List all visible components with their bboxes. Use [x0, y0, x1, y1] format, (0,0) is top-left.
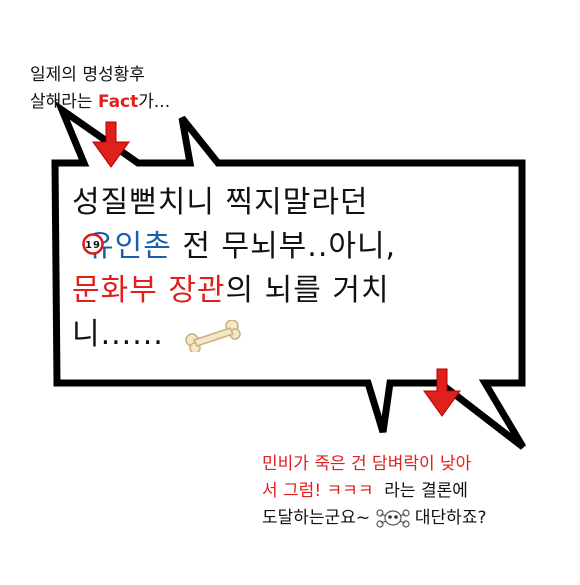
- bottom-caption-line1: 민비가 죽은 건 담벼락이 낮아: [262, 454, 472, 474]
- bottom-caption-line3: 도달하는군요~ 대단하죠?: [262, 505, 487, 532]
- bubble-line-2: 19 유인촌 전 무뇌부..아니,: [72, 225, 396, 269]
- down-arrow-icon: [92, 121, 130, 168]
- bottom-caption-line2-red: 서 그럼! ㅋㅋㅋ: [262, 481, 374, 501]
- bone-icon: [185, 319, 242, 352]
- top-caption: 일제의 명성황후 살해라는 Fact가...: [30, 62, 170, 116]
- down-arrow-icon: [423, 368, 461, 417]
- top-caption-prefix: 살해라는: [30, 92, 98, 112]
- bubble-line-3-rest: 의 뇌를 거치: [225, 273, 390, 308]
- top-caption-suffix: 가...: [138, 92, 171, 112]
- top-caption-fact: Fact: [97, 92, 139, 112]
- bubble-line-4: 니......: [72, 313, 396, 357]
- top-caption-line1: 일제의 명성황후: [30, 65, 145, 85]
- bubble-line-4-text: 니......: [72, 317, 164, 352]
- bubble-line-3: 문화부 장관의 뇌를 거치: [72, 269, 396, 313]
- age-19-badge-icon: 19: [82, 232, 104, 255]
- bottom-caption: 민비가 죽은 건 담벼락이 낮아 서 그럼! ㅋㅋㅋ 라는 결론에 도달하는군요…: [262, 451, 487, 532]
- bubble-ministry: 문화부 장관: [72, 273, 226, 308]
- skull-icon: [375, 509, 410, 528]
- bottom-caption-line2-rest: 라는 결론에: [373, 481, 468, 501]
- age-19-badge-label: 19: [85, 240, 101, 251]
- bottom-caption-line3-prefix: 도달하는군요~: [262, 508, 371, 528]
- bottom-caption-line2: 서 그럼! ㅋㅋㅋ 라는 결론에: [262, 478, 487, 505]
- bottom-caption-line3-suffix: 대단하죠?: [414, 508, 487, 528]
- bubble-text: 성질뻗치니 찍지말라던 19 유인촌 전 무뇌부..아니, 문화부 장관의 뇌를…: [72, 181, 396, 357]
- top-caption-line2: 살해라는 Fact가...: [30, 89, 170, 116]
- bubble-line-2-rest: 전 무뇌부..아니,: [171, 229, 397, 264]
- bubble-line-1: 성질뻗치니 찍지말라던: [72, 185, 369, 220]
